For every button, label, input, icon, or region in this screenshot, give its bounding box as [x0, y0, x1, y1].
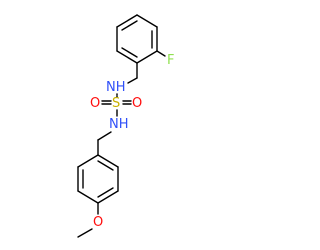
- bond: [97, 131, 112, 141]
- bond: [97, 154, 119, 168]
- atom-label-amine-bottom: NH: [109, 117, 129, 132]
- structure-drawing: F NH O S O NH O: [77, 14, 174, 238]
- fluorophenyl-ring: [116, 14, 158, 64]
- double-bond-inner: [97, 160, 114, 171]
- molecule-diagram: F NH O S O NH O: [77, 14, 174, 238]
- double-bond-inner: [97, 187, 114, 198]
- bond-o-ch3: [77, 228, 93, 238]
- atom-label-sulfur: S: [112, 96, 120, 111]
- bond: [116, 14, 138, 28]
- atom-label-oxygen-left: O: [90, 96, 100, 111]
- bond: [97, 190, 119, 204]
- double-bond-inner: [121, 47, 138, 58]
- bond: [77, 154, 99, 168]
- bond: [116, 50, 138, 64]
- bond-c-f: [156, 50, 166, 57]
- double-bond-inner: [121, 20, 138, 31]
- bond: [136, 50, 158, 64]
- atom-label-oxygen-right: O: [132, 96, 142, 111]
- atom-label-oxygen-methoxy: O: [93, 215, 103, 230]
- methoxyphenyl-ring: [77, 154, 119, 204]
- atom-label-amine-top: NH: [106, 80, 126, 95]
- atom-label-fluorine: F: [167, 53, 174, 68]
- bond: [77, 190, 99, 204]
- bond: [127, 77, 138, 84]
- bond: [136, 14, 158, 28]
